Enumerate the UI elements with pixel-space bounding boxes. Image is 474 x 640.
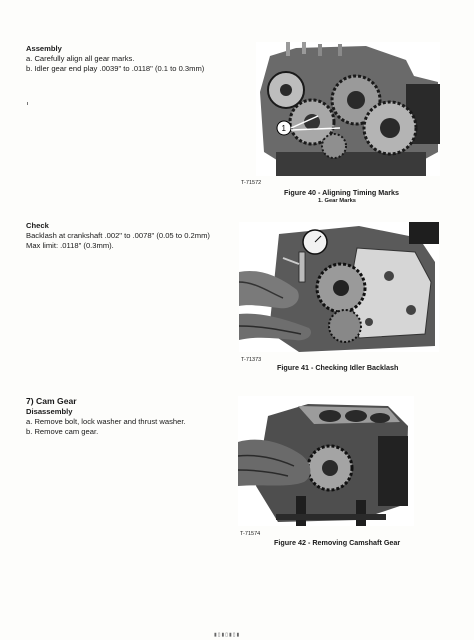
cam-gear-heading: 7) Cam Gear <box>26 396 77 406</box>
figure-40-code: T-71572 <box>241 180 262 186</box>
cam-gear-subtitle: Disassembly <box>26 407 73 416</box>
figure-41-code: T-71373 <box>241 357 262 363</box>
figure-41-caption: Figure 41 - Checking Idler Backlash <box>277 363 399 372</box>
figure-40-caption: Figure 40 - Aligning Timing Marks <box>284 188 400 197</box>
scan-speck <box>27 102 28 105</box>
figure-42-code: T-71574 <box>240 531 261 537</box>
figure-40-subcaption: 1. Gear Marks <box>318 198 357 204</box>
figure-41-photo <box>239 222 439 352</box>
assembly-item-a: a. Carefully align all gear marks. <box>26 54 135 63</box>
check-item-backlash: Backlash at crankshaft .002" to .0078" (… <box>26 231 210 240</box>
figure-40-callout: 1 <box>282 124 287 133</box>
assembly-title: Assembly <box>26 44 62 53</box>
check-title: Check <box>26 221 49 230</box>
figure-40-photo: 1 <box>256 42 440 176</box>
figure-42-caption: Figure 42 - Removing Camshaft Gear <box>274 538 401 547</box>
cam-gear-item-a: a. Remove bolt, lock washer and thrust w… <box>26 417 186 426</box>
assembly-item-b: b. Idler gear end play .0039" to .0118" … <box>26 64 205 73</box>
cam-gear-item-b: b. Remove cam gear. <box>26 427 99 436</box>
scan-footer-mark: ▮▯▮▯▮▯▮ <box>214 632 241 638</box>
check-item-max-limit: Max limit: .0118" (0.3mm). <box>26 241 114 250</box>
figure-42-photo <box>238 396 414 526</box>
